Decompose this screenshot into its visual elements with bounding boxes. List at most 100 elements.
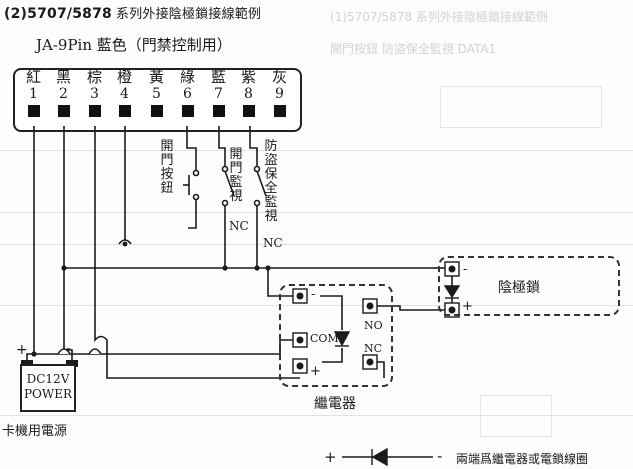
wire-relay-com-power: [34, 339, 300, 355]
junction-dot: [265, 265, 271, 271]
pin-4: 橙 4: [109, 68, 140, 117]
pin-6: 綠 6: [172, 68, 203, 117]
ghost-line: [0, 150, 633, 151]
tamper-label: 防盜保全監視: [264, 139, 278, 224]
pin-number: 7: [214, 86, 223, 102]
power-line2: POWER: [23, 387, 73, 401]
ghost-text-top: (1)5707/5878 系列外接陰極鎖接線範例: [330, 10, 548, 24]
door-monitor-nc-label: NC: [229, 219, 249, 233]
pin-color-label: 紫: [240, 68, 256, 86]
wire-pin8-tamper: [249, 126, 258, 166]
door-button-label: 開門按鈕: [160, 139, 174, 196]
ghost-line: [0, 212, 633, 213]
pin-terminal: [212, 105, 225, 117]
pin-number: 5: [152, 86, 161, 102]
door-monitor-label: 開門監視: [229, 147, 243, 204]
pin-color-label: 灰: [271, 68, 287, 86]
pin-number: 9: [275, 86, 284, 102]
relay-diode: [333, 331, 351, 347]
pin-terminal: [273, 105, 286, 117]
relay-minus-label: -: [311, 287, 316, 301]
pin-2: 黑 2: [48, 68, 79, 117]
pin-color-label: 橙: [116, 68, 132, 86]
wire-door-button-return: [188, 200, 197, 229]
connector-title: JA-9Pin 藍色（門禁控制用）: [36, 36, 232, 54]
power-supply: DC12V POWER: [20, 364, 76, 412]
tamper-nc-label: NC: [263, 236, 283, 250]
pin-terminal: [118, 105, 131, 117]
junction-dot: [61, 265, 67, 271]
lock-terminals: [444, 261, 460, 318]
door-button-switch: [183, 169, 200, 201]
relay-com-label: COM: [310, 332, 339, 345]
wire-pin1-power-plus: [26, 126, 35, 364]
pin-number: 8: [244, 86, 253, 102]
lock-label: 陰極鎖: [498, 280, 540, 296]
wire-crossover: [88, 348, 102, 355]
relay-outline: [279, 284, 393, 387]
pin-7: 藍 7: [203, 68, 234, 117]
relay-plus-label: +: [310, 364, 321, 379]
pin-number: 3: [90, 86, 99, 102]
pin-number: 1: [29, 86, 38, 102]
tamper-switch: [253, 165, 267, 207]
pin-number: 4: [120, 86, 129, 102]
ghost-line: [0, 244, 633, 245]
pin-terminal: [88, 105, 101, 117]
ghost-box: [480, 395, 552, 437]
page-subtitle: 系列外接陰極鎖接線範例: [115, 7, 262, 22]
pin-color-label: 棕: [86, 68, 102, 86]
pin-terminal: [242, 105, 255, 117]
ghost-box: [440, 86, 602, 128]
cathode-lock-outline: [438, 256, 620, 316]
pin-terminal: [57, 105, 70, 117]
wire-crossover: [57, 348, 71, 355]
relay-caption: 繼電器: [314, 396, 356, 412]
wire-pin7-door-monitor: [218, 126, 226, 166]
pin-9: 灰 9: [264, 68, 295, 117]
power-plus-label: +: [16, 342, 28, 358]
wire-bus-relay-minus: [267, 268, 300, 297]
legend-minus: -: [437, 447, 443, 465]
wire-pin6-door-button: [186, 126, 197, 170]
relay-nc-label: NC: [364, 342, 383, 355]
ghost-line: [0, 305, 633, 306]
lock-minus-label: -: [463, 262, 468, 276]
page-title-model: (2)5707/5878: [4, 6, 112, 22]
junction-dot: [31, 351, 37, 357]
junction-dot: [222, 265, 228, 271]
pin-number: 6: [183, 86, 192, 102]
lock-plus-label: +: [462, 299, 473, 314]
pin-number: 2: [59, 86, 68, 102]
pin-1: 紅 1: [18, 68, 49, 117]
power-line1: DC12V: [26, 372, 70, 386]
wire-pin3-relay-plus: [94, 126, 300, 379]
pin-color-label: 綠: [179, 68, 195, 86]
legend-text: 兩端爲繼電器或電鎖線圈: [456, 452, 589, 466]
power-minus-label: -: [66, 341, 72, 357]
relay-coil-wire: [322, 348, 343, 363]
relay-terminals: [292, 288, 378, 374]
junction-dot: [254, 265, 260, 271]
relay-coil-wire: [320, 295, 343, 330]
pin-color-label: 藍: [210, 68, 226, 86]
pin-terminal: [27, 105, 40, 117]
pin-color-label: 黑: [55, 68, 71, 86]
lock-diode: [443, 285, 461, 299]
junction-dot: [122, 241, 128, 247]
legend-diode-symbol: [342, 447, 433, 467]
pin-color-label: 紅: [25, 68, 41, 86]
ghost-line: [0, 415, 633, 416]
connector-housing: [13, 68, 302, 132]
relay-no-label: NO: [364, 319, 383, 332]
pin-8: 紫 8: [233, 68, 264, 117]
pin-color-label: 黃: [148, 68, 164, 86]
legend-plus: +: [324, 448, 337, 466]
pin-3: 棕 3: [79, 68, 110, 117]
pin-5: 黃 5: [141, 68, 172, 117]
power-terminals: [21, 360, 78, 367]
power-caption: 卡機用電源: [2, 424, 68, 439]
